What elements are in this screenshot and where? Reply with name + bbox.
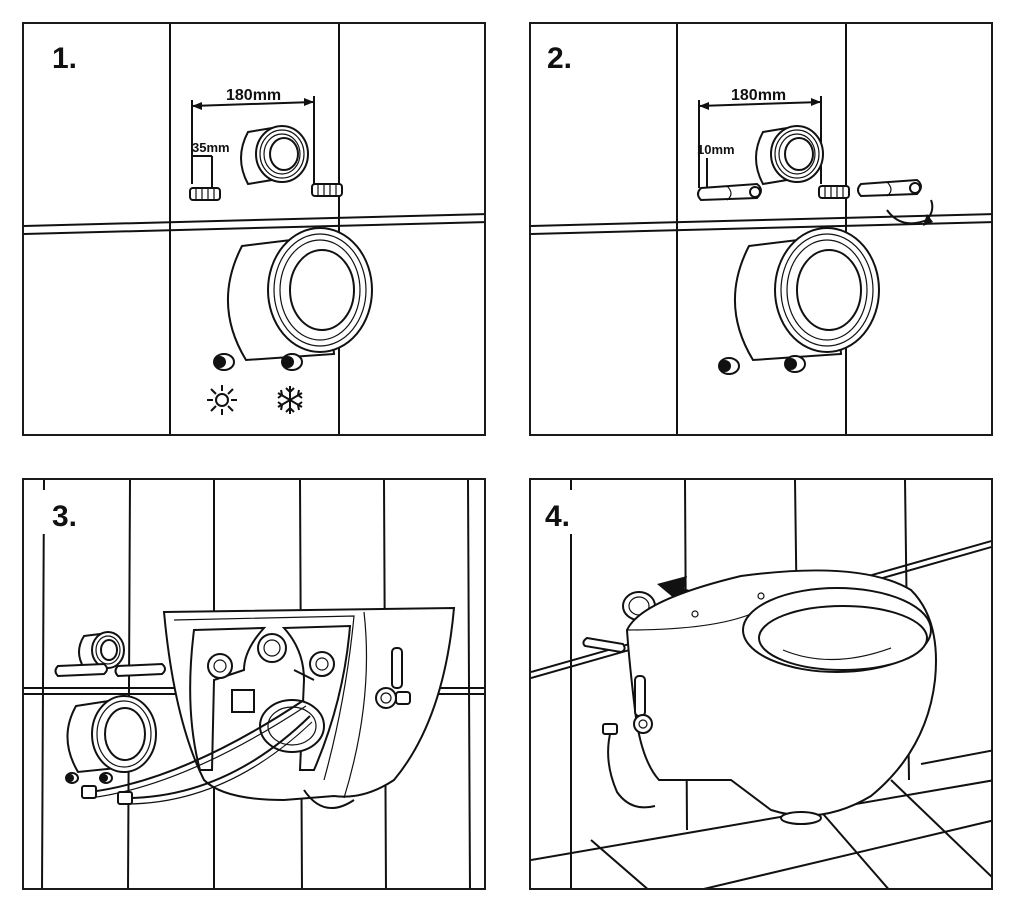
threaded-stud-right bbox=[311, 183, 343, 197]
step-3-illustration: 3. bbox=[24, 480, 484, 888]
pipe-connector-small bbox=[755, 125, 824, 186]
dimension-offset: 10mm bbox=[697, 142, 735, 190]
dimension-width: 180mm bbox=[191, 87, 315, 184]
dimension-offset-label: 10mm bbox=[697, 142, 735, 157]
wall-hung-toilet bbox=[625, 569, 937, 825]
rotate-arrow-icon bbox=[886, 199, 934, 226]
fixing-bolt-right bbox=[857, 178, 922, 198]
fixing-bolt-left bbox=[54, 662, 108, 678]
step-3-panel: 3. bbox=[22, 478, 486, 890]
dimension-width: 180mm bbox=[698, 87, 822, 188]
water-inlet-hot bbox=[213, 353, 235, 371]
bidet-valve bbox=[633, 675, 653, 734]
water-inlet-cold bbox=[99, 772, 113, 784]
dimension-offset: 35mm bbox=[192, 140, 230, 192]
fixing-bolt-left bbox=[697, 182, 762, 202]
step-number: 1. bbox=[52, 42, 77, 75]
step-4-panel: 4. bbox=[529, 478, 993, 890]
fixing-bolt-left bbox=[582, 636, 626, 654]
step-number: 3. bbox=[52, 500, 77, 533]
fixing-bolt-right bbox=[114, 662, 166, 678]
toilet-bowl-back bbox=[162, 606, 456, 809]
water-hoses bbox=[81, 669, 315, 805]
water-inlet-hot bbox=[718, 357, 740, 375]
step-1-panel: 1. 180mm 35mm bbox=[22, 22, 486, 436]
step-4-illustration: 4. bbox=[531, 480, 991, 888]
water-inlet-cold bbox=[784, 355, 806, 373]
water-inlet-cold bbox=[281, 353, 303, 371]
pipe-connector-large bbox=[66, 695, 157, 774]
pipe-connector-large bbox=[734, 227, 880, 362]
dimension-offset-label: 35mm bbox=[192, 140, 230, 155]
water-hose bbox=[602, 723, 656, 809]
threaded-stud-right bbox=[818, 185, 850, 199]
step-number: 2. bbox=[547, 42, 572, 75]
pipe-connector-small bbox=[240, 125, 309, 186]
dimension-width-label: 180mm bbox=[226, 87, 281, 104]
water-inlet-hot bbox=[65, 772, 79, 784]
step-2-illustration: 2. 180mm 10mm bbox=[531, 24, 991, 434]
wall-tiles bbox=[531, 24, 991, 434]
step-number: 4. bbox=[545, 500, 570, 533]
snowflake-icon bbox=[277, 386, 303, 414]
bidet-valve bbox=[375, 647, 411, 709]
pipe-connector-small bbox=[78, 631, 125, 670]
step-1-illustration: 1. 180mm 35mm bbox=[24, 24, 484, 434]
pipe-connector-large bbox=[227, 227, 373, 362]
sun-icon bbox=[207, 385, 237, 415]
dimension-width-label: 180mm bbox=[731, 87, 786, 104]
wall-tiles bbox=[24, 24, 484, 434]
step-2-panel: 2. 180mm 10mm bbox=[529, 22, 993, 436]
threaded-stud-left bbox=[189, 187, 221, 201]
